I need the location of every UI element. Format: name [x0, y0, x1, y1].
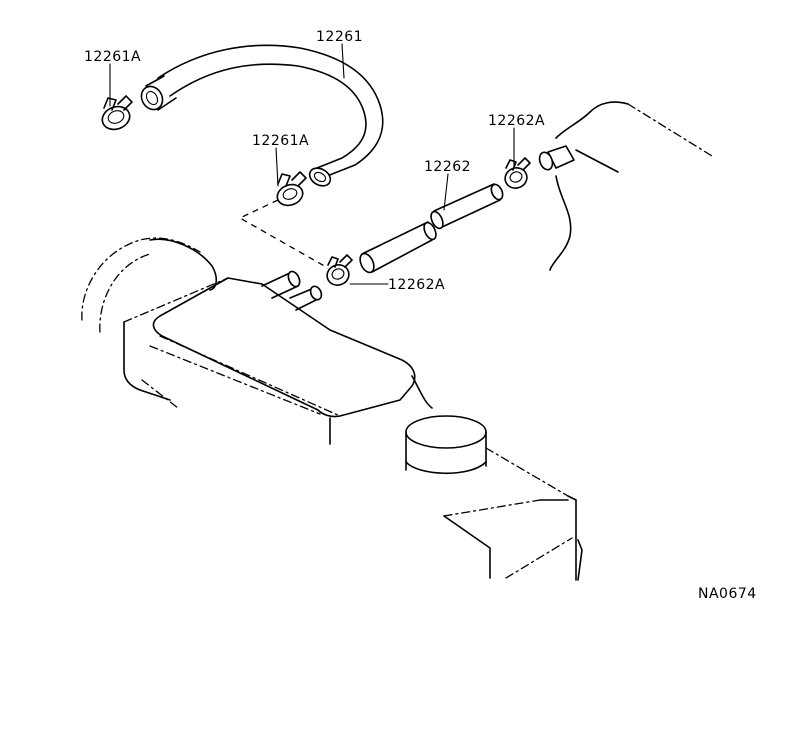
- clamp-12261a-upper: [101, 95, 133, 131]
- hose-12261: [140, 44, 384, 187]
- hose-12262: [359, 183, 504, 274]
- label-12262a-right: 12262A: [488, 113, 545, 129]
- clamp-12261a-middle: [276, 171, 307, 207]
- pipe-fitting-right: [538, 101, 713, 271]
- figure-code: NA0674: [698, 586, 757, 602]
- assembly-dashed-line: [238, 199, 329, 269]
- leader-lines: [109, 43, 515, 285]
- clamp-12262a-left: [326, 254, 353, 286]
- label-12262: 12262: [424, 159, 471, 175]
- label-12261: 12261: [316, 29, 363, 45]
- engine-body: [81, 237, 583, 581]
- clamp-12262a-right: [504, 157, 531, 189]
- label-12262a-left: 12262A: [388, 277, 445, 293]
- label-12261a-upper: 12261A: [84, 49, 141, 65]
- label-12261a-middle: 12261A: [252, 133, 309, 149]
